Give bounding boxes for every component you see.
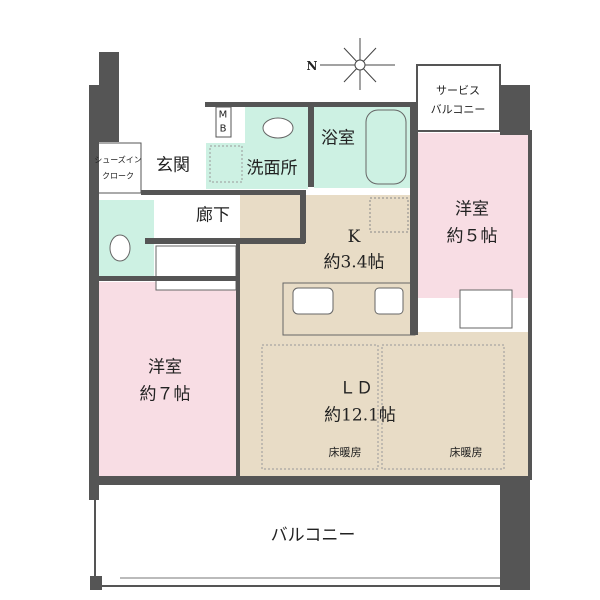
shoe-closet: [94, 142, 142, 194]
washing-machine-pan: [209, 145, 243, 183]
entrance-label: 玄関: [156, 155, 190, 176]
meter-box-label-2: B: [219, 123, 227, 135]
western-room-5-size: 約５帖: [446, 226, 498, 247]
bathroom-label: 浴室: [321, 128, 355, 149]
western-room-5-label: 洋室: [455, 199, 489, 220]
western-room-7-floor: [96, 282, 236, 478]
stove-icon: [374, 287, 404, 315]
walls: [89, 52, 532, 590]
balcony-area: [94, 483, 529, 587]
kitchen-label: K: [347, 227, 361, 247]
shoe-closet-label-2: クローク: [102, 171, 134, 181]
western-room-5-floor: [418, 133, 528, 298]
closet: [155, 245, 237, 291]
washroom-label: 洗面所: [246, 158, 298, 179]
washbasin-icon: [262, 117, 294, 139]
bathtub-icon: [365, 109, 407, 185]
hallway-label: 廊下: [196, 205, 230, 226]
ld-size: 約12.1帖: [324, 405, 396, 426]
floor-heating-label-1: 床暖房: [328, 446, 362, 459]
floor-heating-zone-1: [261, 344, 379, 470]
floor-heating-zone-2: [381, 344, 505, 470]
balcony-label: バルコニー: [270, 525, 356, 546]
service-balcony-area: [416, 64, 501, 132]
ld-label: ＬＤ: [339, 378, 373, 399]
service-balcony-label-2: バルコニー: [430, 103, 486, 116]
western-room-7-label: 洋室: [148, 357, 182, 378]
meter-box-label-1: M: [218, 109, 228, 121]
closet-right: [459, 289, 513, 329]
north-label: N: [306, 59, 318, 73]
shoe-closet-label-1: シューズイン: [94, 155, 142, 165]
floor-heating-label-2: 床暖房: [449, 446, 483, 459]
ld-floor: [238, 332, 528, 478]
service-balcony-label-1: サービス: [436, 84, 480, 97]
kitchen-size: 約3.4帖: [323, 252, 385, 273]
western-room-7-size: 約７帖: [139, 384, 191, 405]
toilet-icon: [109, 234, 131, 262]
washroom-floor: [206, 143, 308, 189]
sink-icon: [292, 287, 334, 315]
